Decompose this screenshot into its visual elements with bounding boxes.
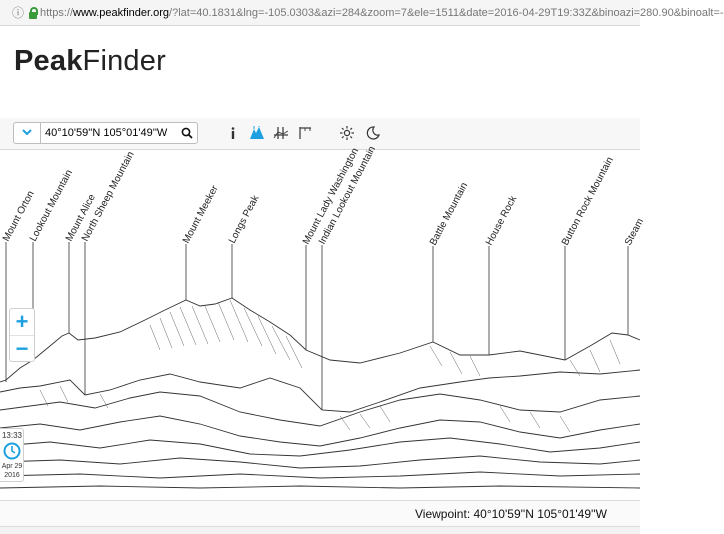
viewpoint-text: Viewpoint: 40°10'59''N 105°01'49''W <box>415 507 607 521</box>
site-logo[interactable]: PeakFinder <box>14 45 166 78</box>
peak-label-house-rock[interactable]: House Rock <box>484 193 520 247</box>
url-host: www.peakfinder.org <box>73 6 170 19</box>
date-line-1: Apr 29 <box>1 463 23 470</box>
url-rest: /?lat=40.1831&lng=-105.0303&azi=284&zoom… <box>169 6 724 19</box>
url-scheme: https:// <box>40 6 74 19</box>
peak-label-longs-peak[interactable]: Longs Peak <box>227 193 262 246</box>
toolbar <box>0 118 640 150</box>
lock-icon <box>28 6 38 19</box>
time-widget[interactable]: 13:33 Apr 29 2016 <box>0 428 24 482</box>
panorama-drawing[interactable]: Mount Orton Lookout Mountain Mount Alice… <box>0 145 646 500</box>
terrain-hatching <box>39 299 621 433</box>
peak-leader-lines <box>5 242 629 410</box>
chevron-down-icon <box>22 129 32 136</box>
info-icon[interactable]: ⓘ <box>12 5 25 20</box>
time-label: 13:33 <box>1 431 23 440</box>
location-input[interactable] <box>45 125 175 141</box>
peak-label-button-rock-mountain[interactable]: Button Rock Mountain <box>560 155 616 247</box>
peak-label-mount-meeker[interactable]: Mount Meeker <box>181 183 221 245</box>
ridge-lines <box>0 297 641 489</box>
peaks-icon[interactable] <box>250 126 264 140</box>
url-text[interactable]: https://www.peakfinder.org/?lat=40.1831&… <box>40 6 724 19</box>
grid-icon[interactable] <box>298 126 312 140</box>
clock-icon[interactable] <box>3 442 21 460</box>
site-header: PeakFinder <box>0 26 640 119</box>
zoom-out-button[interactable]: − <box>10 335 34 362</box>
footer-bar: Viewpoint: 40°10'59''N 105°01'49''W <box>0 500 640 526</box>
browser-address-bar[interactable]: ⓘ https://www.peakfinder.org/?lat=40.183… <box>0 0 724 26</box>
location-dropdown-button[interactable] <box>13 122 41 144</box>
location-search-box <box>40 122 198 144</box>
lines-icon[interactable] <box>273 126 289 140</box>
date-label: Apr 29 2016 <box>0 462 24 480</box>
peak-label-steam[interactable]: Steam <box>623 217 646 248</box>
zoom-in-button[interactable]: + <box>15 309 29 334</box>
sun-icon[interactable] <box>340 126 354 140</box>
peak-label-battle-mountain[interactable]: Battle Mountain <box>428 181 470 248</box>
status-bar <box>0 526 640 534</box>
moon-icon[interactable] <box>366 126 380 140</box>
panorama-view[interactable]: Mount Orton Lookout Mountain Mount Alice… <box>0 145 646 500</box>
logo-bold: Peak <box>14 45 83 77</box>
zoom-control: + − <box>9 308 35 362</box>
search-icon[interactable] <box>181 127 193 139</box>
date-line-2: 2016 <box>4 472 20 479</box>
logo-regular: Finder <box>82 45 166 77</box>
info-icon[interactable] <box>226 126 240 140</box>
peak-labels: Mount Orton Lookout Mountain Mount Alice… <box>1 145 646 248</box>
